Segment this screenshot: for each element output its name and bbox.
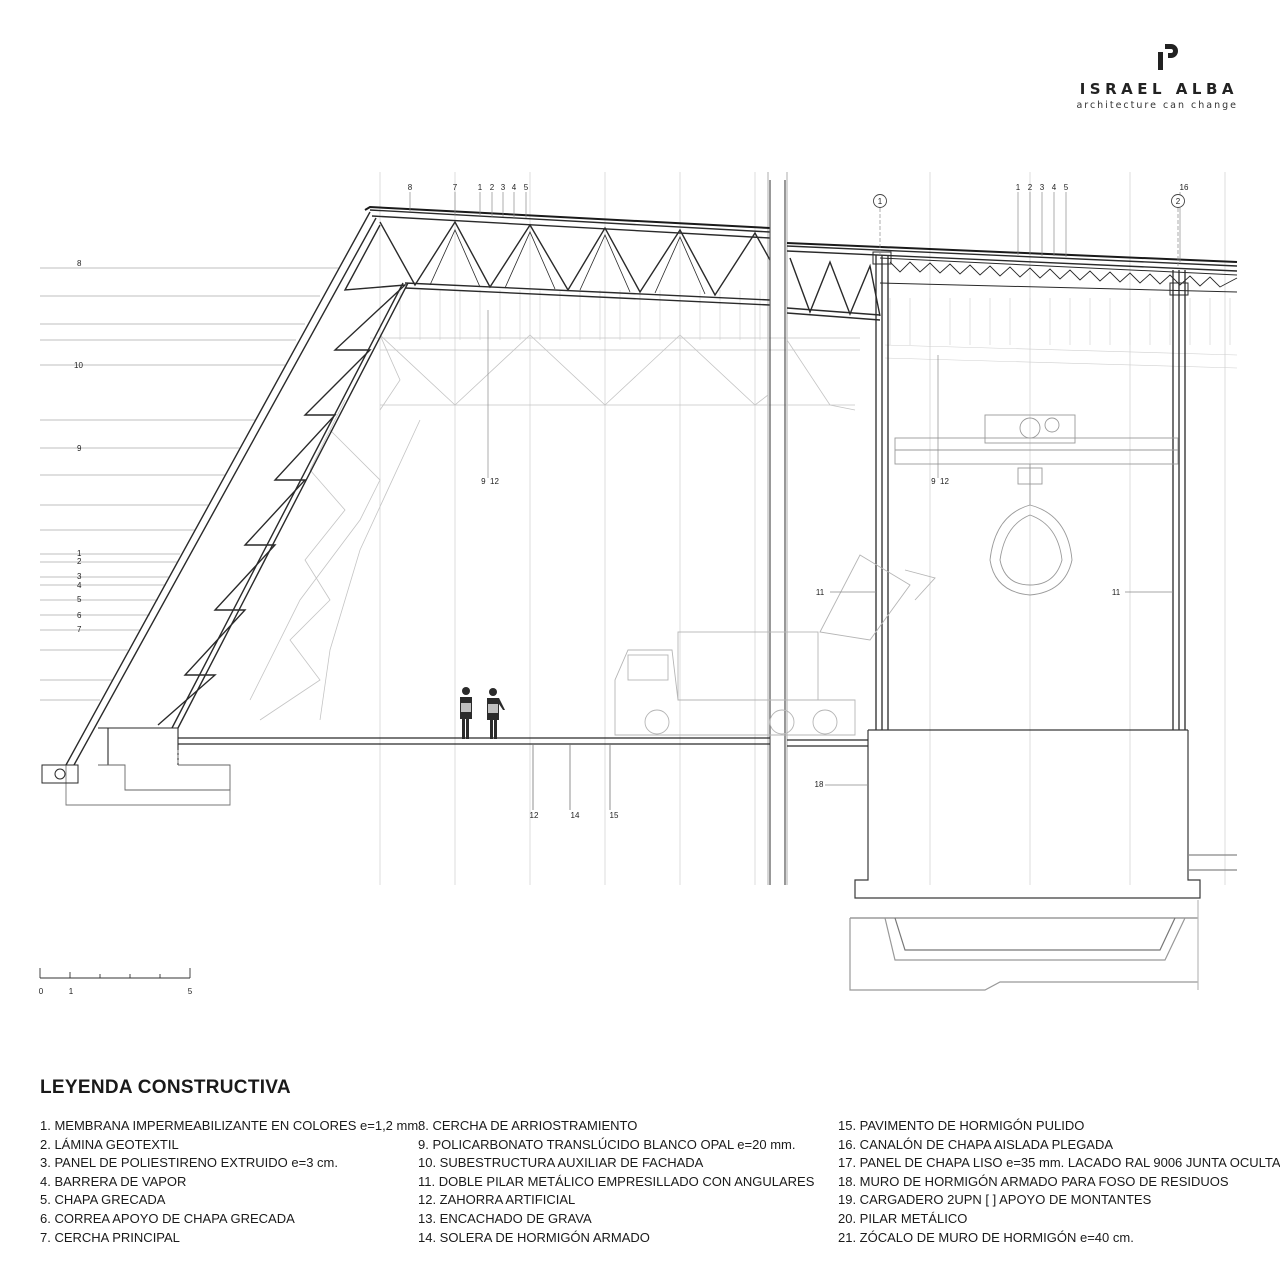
legend-item-1: 1. MEMBRANA IMPERMEABILIZANTE EN COLORES…: [40, 1118, 422, 1133]
interior-callouts: 9 12 9 12 11 11 12 14 15 18: [481, 477, 1121, 820]
callout-4-right: 4: [1052, 183, 1057, 192]
legend-item-11: 11. DOBLE PILAR METÁLICO EMPRESILLADO CO…: [418, 1173, 815, 1189]
logo-mark-icon: [1158, 44, 1178, 70]
legend-item-6: 6. CORREA APOYO DE CHAPA GRECADA: [40, 1210, 295, 1226]
scale-bar-labels: 0 1 5: [39, 987, 193, 996]
legend-item-7: 7. CERCHA PRINCIPAL: [40, 1229, 180, 1245]
legend-item-13: 13. ENCACHADO DE GRAVA: [418, 1210, 592, 1226]
callout-11-right: 11: [1112, 588, 1121, 597]
legend-item-14: 14. SOLERA DE HORMIGÓN ARMADO: [418, 1229, 650, 1245]
legend-item-20: 20. PILAR METÁLICO: [838, 1210, 968, 1226]
callout-1-top: 1: [478, 183, 483, 192]
scale-bar: [39, 968, 191, 979]
steel-columns: [872, 251, 1189, 730]
grid-label-2: 2: [1176, 197, 1181, 206]
overhead-crane: [894, 414, 1179, 596]
callout-3-left: 3: [77, 572, 82, 581]
callout-1-left: 1: [77, 549, 82, 558]
facade-substructure: [249, 334, 860, 721]
callout-1-right: 1: [1016, 183, 1021, 192]
legend-item-16: 16. CANALÓN DE CHAPA AISLADA PLEGADA: [838, 1136, 1114, 1152]
callout-10-left: 10: [74, 361, 83, 370]
grid-bubble-2: [1171, 194, 1185, 208]
legend-column-3: 15. PAVIMENTO DE HORMIGÓN PULIDO 16. CAN…: [838, 1117, 1280, 1247]
left-leaders: [40, 267, 340, 701]
legend-item-17: 17. PANEL DE CHAPA LISO e=35 mm. LACADO …: [838, 1155, 1280, 1171]
callout-8-left: 8: [77, 259, 82, 268]
legend-item-15: 15. PAVIMENTO DE HORMIGÓN PULIDO: [838, 1118, 1085, 1133]
polycarbonate-panels: [399, 290, 1238, 369]
callout-7-top: 7: [453, 183, 458, 192]
break-lines: [769, 180, 786, 885]
callout-9-12-b: 9 12: [931, 477, 949, 486]
callout-9-12-a: 9 12: [481, 477, 499, 486]
callout-4-left: 4: [77, 581, 82, 590]
legend-column-1: 1. MEMBRANA IMPERMEABILIZANTE EN COLORES…: [40, 1117, 422, 1247]
callout-5-top: 5: [524, 183, 529, 192]
main-truss-roof-left: [369, 209, 771, 306]
callout-11-left: 11: [816, 588, 825, 597]
callout-4-top: 4: [512, 183, 517, 192]
legend-item-19: 19. CARGADERO 2UPN [ ] APOYO DE MONTANTE…: [838, 1192, 1152, 1208]
callout-8-top: 8: [408, 183, 413, 192]
section-drawing: 1 2 8 7 1 2 3 4 5 1 2 3 4 5 16 8 10 9 1 …: [39, 172, 1238, 996]
callout-16: 16: [1180, 183, 1189, 192]
callout-14-floor: 14: [571, 811, 580, 820]
workers: [460, 687, 505, 739]
top-leaders: [409, 192, 1181, 786]
legend-item-3: 3. PANEL DE POLIESTIRENO EXTRUIDO e=3 cm…: [40, 1155, 338, 1171]
brand-tagline: architecture can change: [1076, 100, 1238, 111]
callout-7-left: 7: [77, 625, 82, 634]
waste-pit: [849, 729, 1237, 991]
legend-column-2: 8. CERCHA DE ARRIOSTRAMIENTO 9. POLICARB…: [418, 1117, 814, 1247]
callout-12-floor: 12: [530, 811, 539, 820]
floor-slab: [41, 727, 868, 810]
main-truss-sloped: [65, 211, 409, 766]
callout-15-floor: 15: [610, 811, 619, 820]
grid-lines: [379, 172, 1226, 885]
legend-item-4: 4. BARRERA DE VAPOR: [40, 1173, 187, 1189]
grid-label-1: 1: [878, 197, 883, 206]
legend-item-10: 10. SUBESTRUCTURA AUXILIAR DE FACHADA: [418, 1155, 704, 1171]
callout-2-top: 2: [490, 183, 495, 192]
callout-3-right: 3: [1040, 183, 1045, 192]
legend-title: LEYENDA CONSTRUCTIVA: [40, 1077, 291, 1098]
callout-3-top: 3: [501, 183, 506, 192]
callout-5-left: 5: [77, 595, 82, 604]
scale-label-0: 0: [39, 987, 44, 996]
legend-item-8: 8. CERCHA DE ARRIOSTRAMIENTO: [418, 1118, 638, 1133]
legend-item-12: 12. ZAHORRA ARTIFICIAL: [418, 1192, 576, 1208]
roof-membrane: [364, 205, 1238, 263]
callout-5-right: 5: [1064, 183, 1069, 192]
callout-9-left: 9: [77, 444, 82, 453]
grid-bubble-1: [873, 194, 887, 208]
legend-item-2: 2. LÁMINA GEOTEXTIL: [40, 1136, 179, 1152]
main-truss-roof-right: [786, 245, 1238, 321]
grid-bubble-labels: 1 2: [878, 197, 1181, 206]
legend-item-21: 21. ZÓCALO DE MURO DE HORMIGÓN e=40 cm.: [838, 1229, 1134, 1245]
callout-6-left: 6: [77, 611, 82, 620]
left-margin-callouts: 8 10 9 1 2 3 4 5 6 7: [74, 259, 83, 634]
grid-bubbles: [873, 194, 1185, 208]
scale-label-1: 1: [69, 987, 74, 996]
legend-item-18: 18. MURO DE HORMIGÓN ARMADO PARA FOSO DE…: [838, 1173, 1229, 1189]
callout-18-wall: 18: [815, 780, 824, 789]
brand-name: ISRAEL ALBA: [1079, 80, 1238, 98]
callout-2-left: 2: [77, 557, 82, 566]
garbage-truck: [614, 554, 936, 736]
callout-2-right: 2: [1028, 183, 1033, 192]
legend-item-5: 5. CHAPA GRECADA: [40, 1192, 166, 1208]
top-right-callouts: 1 2 3 4 5 16: [1016, 183, 1189, 192]
top-left-callouts: 8 7 1 2 3 4 5: [408, 183, 529, 192]
scale-label-5: 5: [188, 987, 193, 996]
legend-item-9: 9. POLICARBONATO TRANSLÚCIDO BLANCO OPAL…: [418, 1136, 796, 1152]
